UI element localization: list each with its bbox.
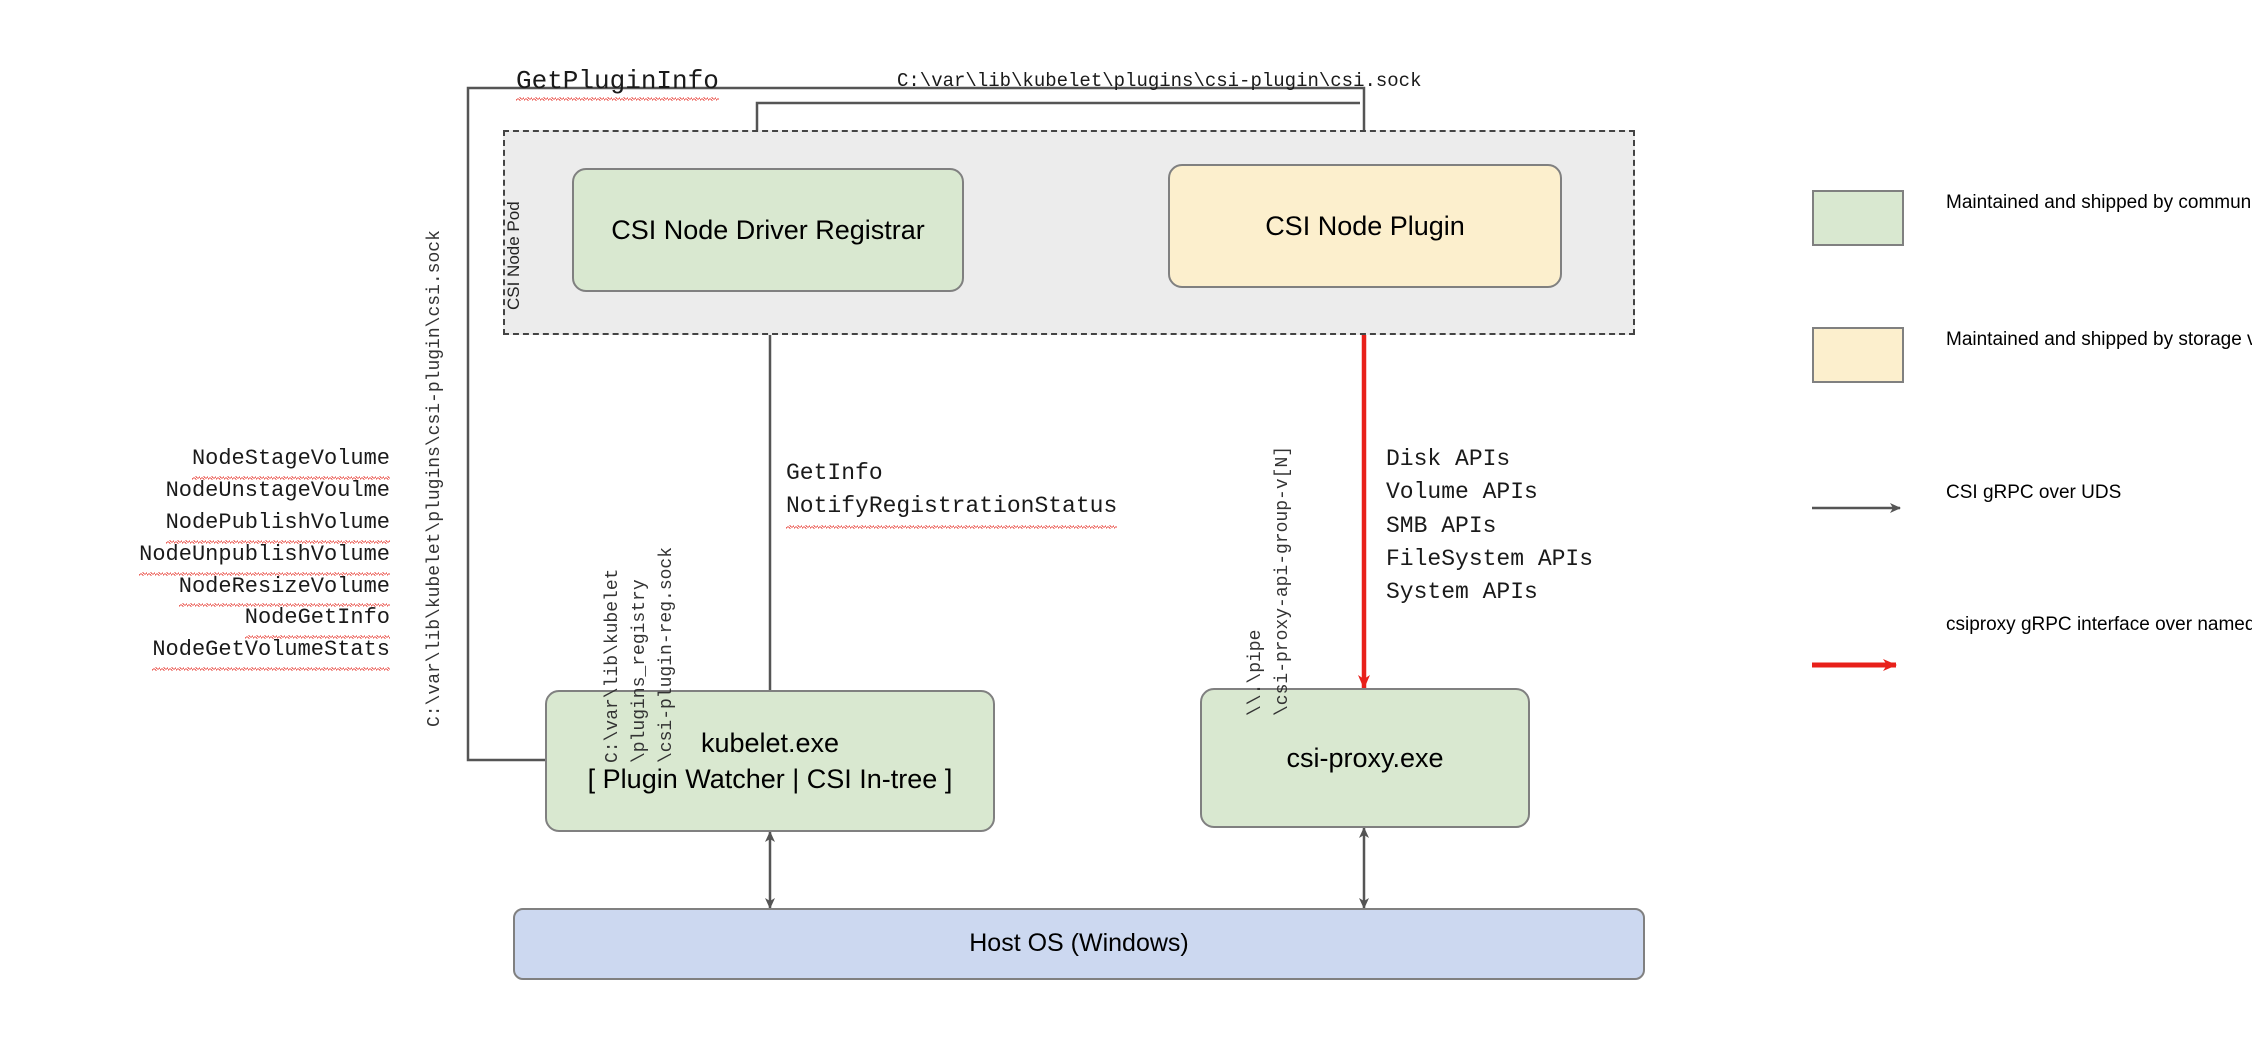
legend-item-csi-grpc-uds-label: CSI gRPC over UDS (1946, 482, 2122, 503)
node-csi-node-plugin-label: CSI Node Plugin (1265, 210, 1465, 241)
node-csi-node-driver-registrar[interactable]: CSI Node Driver Registrar (572, 168, 964, 292)
legend-item-community-label: Maintained and shipped by community (1946, 192, 2252, 213)
label-left-vertical-socket-path-text: C:\var\lib\kubelet\plugins\csi-plugin\cs… (425, 230, 445, 727)
gray-arrow-icon (1812, 480, 1904, 536)
red-arrow-icon (1812, 612, 1904, 668)
node-kubelet-exe-label-secondary: [ Plugin Watcher | CSI In-tree ] (587, 764, 953, 794)
list-registration-calls: GetInfo NotifyRegistrationStatus (786, 457, 1118, 530)
list-item-registration-call: GetInfo (786, 460, 883, 486)
list-item-proxy-api: FileSystem APIs (1386, 546, 1594, 573)
legend-item-storage-vendor: Maintained and shipped by storage vendor (1812, 327, 2252, 383)
node-kubelet-exe-label-primary: kubelet.exe (700, 727, 840, 758)
list-item-node-call: NodeGetVolumeStats (100, 634, 390, 672)
label-named-pipe-path-line-1: \\.\pipe (1246, 629, 1266, 716)
yellow-square-icon (1812, 327, 1904, 383)
node-host-os[interactable]: Host OS (Windows) (513, 908, 1645, 980)
node-csi-proxy-exe-label: csi-proxy.exe (1286, 742, 1444, 773)
legend-item-community: Maintained and shipped by community (1812, 190, 2252, 246)
node-host-os-label: Host OS (Windows) (969, 929, 1189, 958)
label-named-pipe-path-line-2: \csi-proxy-api-group-v[N] (1273, 445, 1293, 716)
list-item-node-call: NodeResizeVolume (100, 571, 391, 608)
list-item-node-call: NodeUnstageVoulme (165, 477, 390, 503)
list-item-proxy-api: SMB APIs (1386, 512, 1497, 539)
label-get-plugin-info-text: GetPluginInfo (516, 66, 719, 101)
list-item-proxy-api: Volume APIs (1386, 479, 1538, 506)
legend-item-storage-vendor-label: Maintained and shipped by storage vendor (1946, 329, 2252, 350)
legend-item-csiproxy-named-pipe: csiproxy gRPC interface over named pipe (1812, 612, 2252, 668)
list-item-proxy-api: System APIs (1386, 579, 1538, 606)
node-csi-node-driver-registrar-label: CSI Node Driver Registrar (611, 214, 925, 245)
label-registry-socket-path-line-3: \csi-plugin-reg.sock (657, 546, 677, 763)
label-get-plugin-info: GetPluginInfo (516, 66, 719, 101)
list-item-node-call: NodeUnpublishVolume (100, 539, 390, 576)
label-csi-sock-path: C:\var\lib\kubelet\plugins\csi-plugin\cs… (897, 70, 1422, 92)
list-node-service-calls: NodeStageVolume NodeUnstageVoulme NodePu… (100, 443, 391, 672)
legend-item-csi-grpc-uds: CSI gRPC over UDS (1812, 480, 2121, 536)
list-item-registration-call: NotifyRegistrationStatus (786, 490, 1118, 530)
list-item-proxy-api: Disk APIs (1386, 446, 1511, 472)
list-item-node-call: NodeStageVolume (100, 443, 391, 480)
list-proxy-apis: Disk APIs Volume APIs SMB APIs FileSyste… (1386, 443, 1593, 610)
label-left-vertical-socket-path: C:\var\lib\kubelet\plugins\csi-plugin\cs… (422, 230, 449, 727)
label-named-pipe-path: \\.\pipe \csi-proxy-api-group-v[N] (1243, 446, 1297, 716)
label-csi-sock-path-text: C:\var\lib\kubelet\plugins\csi-plugin\cs… (897, 70, 1422, 92)
legend-item-csiproxy-named-pipe-label: csiproxy gRPC interface over named pipe (1946, 614, 2252, 635)
list-item-node-call: NodePublishVolume (100, 507, 391, 544)
label-registry-socket-path-line-2: \plugins_registry (630, 579, 650, 763)
list-item-node-call: NodeGetInfo (100, 602, 391, 640)
label-registry-socket-path: C:\var\lib\kubelet \plugins_registry \cs… (600, 547, 681, 763)
csi-node-pod-label: CSI Node Pod (504, 201, 523, 310)
label-registry-socket-path-line-1: C:\var\lib\kubelet (603, 568, 623, 763)
node-csi-node-plugin[interactable]: CSI Node Plugin (1168, 164, 1562, 288)
green-square-icon (1812, 190, 1904, 246)
